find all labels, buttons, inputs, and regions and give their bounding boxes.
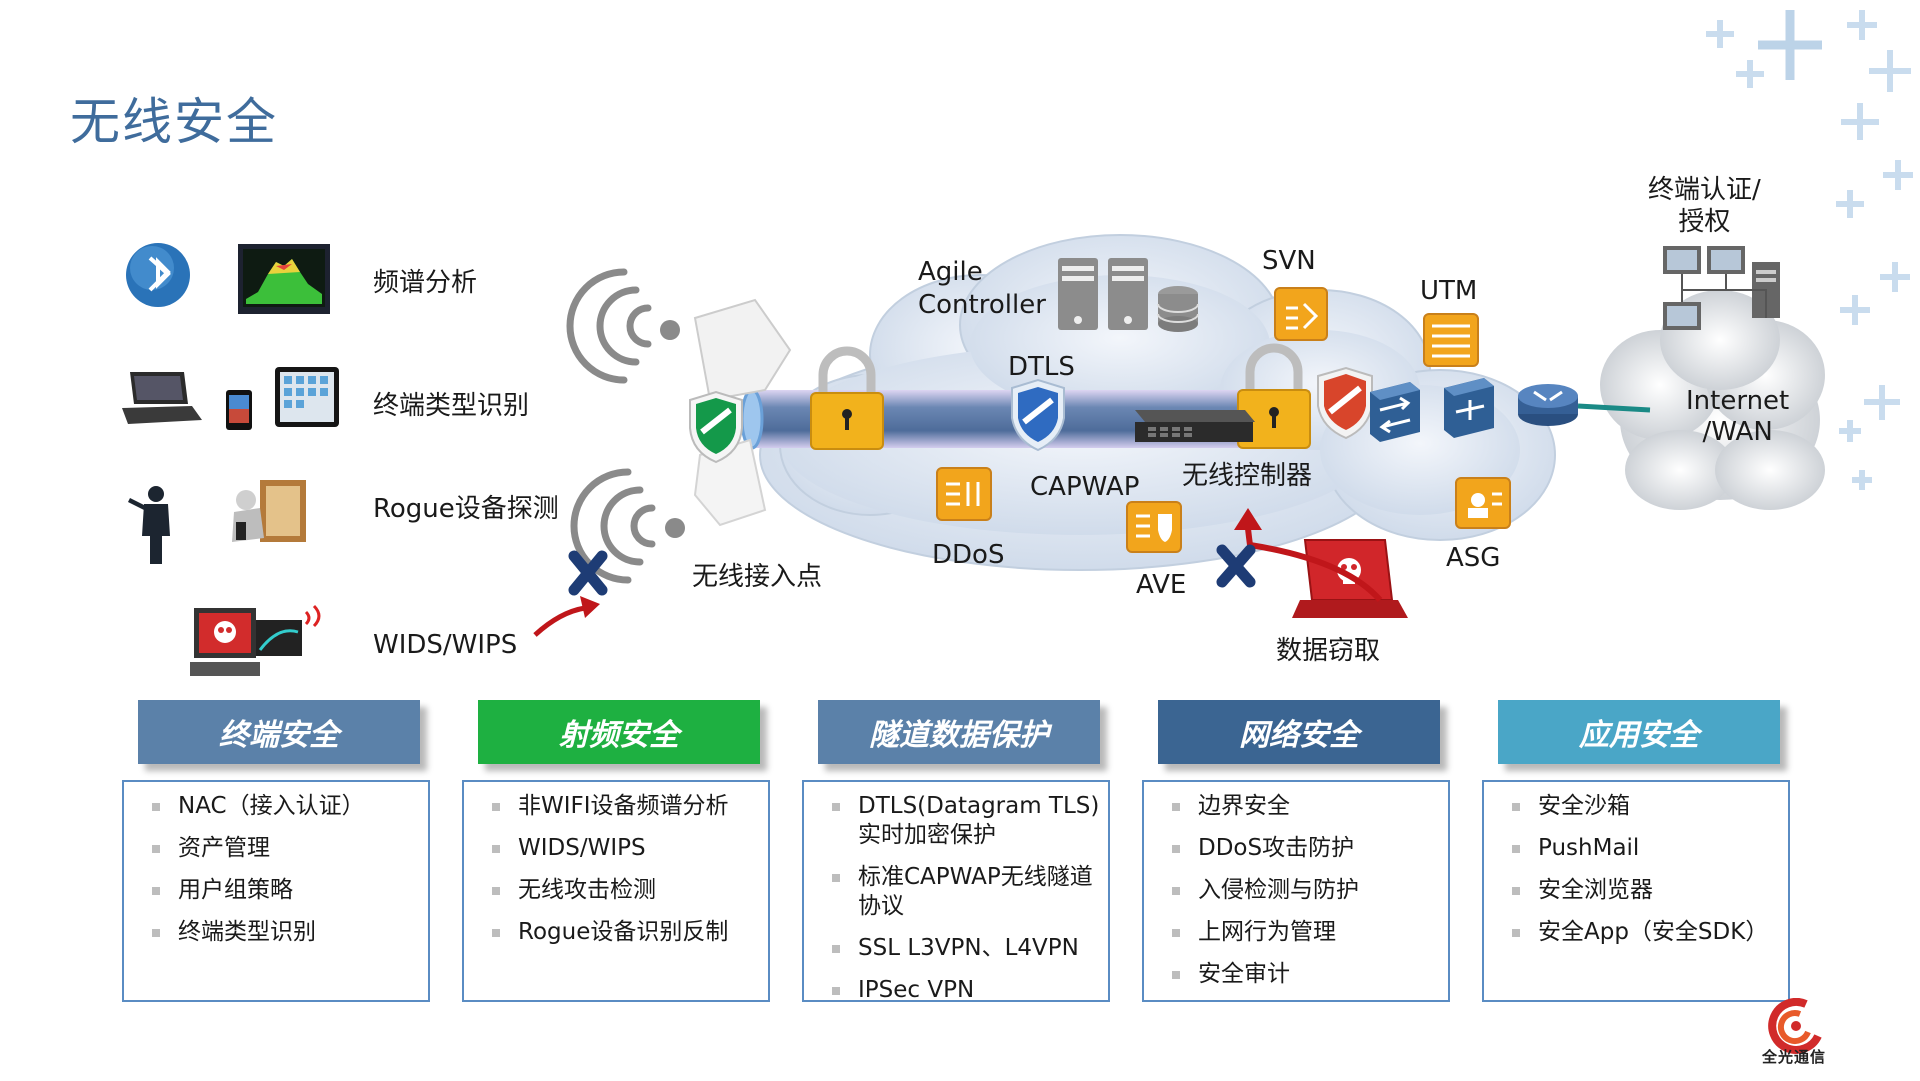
svn-label: SVN [1262,246,1316,276]
ave-label: AVE [1136,570,1187,600]
laptop-icon [122,372,202,424]
red-shield [1317,366,1373,440]
hacker-laptop [1292,539,1408,618]
list-item: NAC（接入认证） [148,792,420,821]
smartphone-icon [226,390,252,430]
feature-label-rogue: Rogue设备探测 [373,494,559,524]
ave-appliance [1126,501,1182,553]
capwap-label: CAPWAP [1030,472,1140,502]
category-box-rf: 非WIFI设备频谱分析 WIDS/WIPS 无线攻击检测 Rogue设备识别反制 [462,780,770,1002]
tablet-icon [275,367,339,427]
decorative-plus-pattern [1706,10,1913,490]
list-item: DDoS攻击防护 [1168,834,1440,863]
category-header-application: 应用安全 [1498,700,1780,764]
svn-appliance [1274,287,1328,341]
category-box-network: 边界安全 DDoS攻击防护 入侵检测与防护 上网行为管理 安全审计 [1142,780,1450,1002]
blue-switch-box-2 [1444,378,1494,438]
dtls-label: DTLS [1008,352,1075,382]
feature-label-terminal: 终端类型识别 [373,391,530,421]
wireless-controller-switch [1135,410,1255,442]
data-theft-label: 数据窃取 [1276,636,1381,666]
list-item: 非WIFI设备频谱分析 [488,792,760,821]
list-item: 入侵检测与防护 [1168,876,1440,905]
category-header-rf: 射频安全 [478,700,760,764]
category-box-application: 安全沙箱 PushMail 安全浏览器 安全App（安全SDK） [1482,780,1790,1002]
page-title: 无线安全 [70,93,278,151]
utm-appliance [1423,313,1479,367]
category-header-network: 网络安全 [1158,700,1440,764]
list-item: 边界安全 [1168,792,1440,821]
category-box-tunnel: DTLS(Datagram TLS) 实时加密保护 标准CAPWAP无线隧道 协… [802,780,1110,1005]
list-item: 安全App（安全SDK） [1508,918,1780,947]
internet-wan-label: Internet /WAN [1686,386,1790,447]
green-shield [689,390,743,464]
category-box-terminal: NAC（接入认证） 资产管理 用户组策略 终端类型识别 [122,780,430,1002]
agile-controller-label: Agile Controller [918,257,1046,320]
alert-monitor-icon [190,604,321,676]
spectrum-analyzer-icon [238,244,330,314]
router-icon [1518,384,1578,426]
list-item: 用户组策略 [148,876,420,905]
wireless-controller-label: 无线控制器 [1182,461,1313,491]
bluetooth-icon [126,243,190,307]
blue-switch-box-1 [1370,382,1420,442]
category-header-tunnel: 隧道数据保护 [818,700,1100,764]
feature-label-wids: WIDS/WIPS [373,630,518,660]
list-item: 上网行为管理 [1168,918,1440,947]
network-diagram [533,234,1825,637]
list-item: 资产管理 [148,834,420,863]
padlock-left [810,346,884,450]
blue-shield [1011,378,1065,452]
blocked-x-left [568,550,608,596]
auth-terminals [1663,246,1780,330]
ddos-label: DDoS [932,540,1005,570]
utm-label: UTM [1420,276,1478,306]
rogue-person-icon [128,486,170,564]
list-item: 终端类型识别 [148,918,420,947]
list-item: PushMail [1508,834,1780,863]
blocked-x-right [1216,544,1256,588]
list-item: SSL L3VPN、L4VPN [828,934,1100,963]
access-point-label: 无线接入点 [692,562,823,592]
category-header-terminal: 终端安全 [138,700,420,764]
list-item: 安全浏览器 [1508,876,1780,905]
list-item: Rogue设备识别反制 [488,918,760,947]
ddos-appliance [936,467,992,521]
agile-controller-servers [1058,258,1199,332]
list-item: 无线攻击检测 [488,876,760,905]
list-item: 安全审计 [1168,960,1440,989]
asg-label: ASG [1446,543,1501,573]
terminal-auth-label: 终端认证/ 授权 [1648,175,1761,237]
brand-logo [1768,998,1822,1054]
list-item: WIDS/WIPS [488,834,760,863]
list-item: DTLS(Datagram TLS) 实时加密保护 [828,792,1100,850]
list-item: IPSec VPN [828,976,1100,1005]
asg-appliance [1455,477,1511,529]
list-item: 安全沙箱 [1508,792,1780,821]
list-item: 标准CAPWAP无线隧道 协议 [828,863,1100,921]
intruder-door-icon [232,480,306,542]
internet-cloud [1600,290,1825,510]
brand-name: 全光通信 [1762,1048,1827,1066]
feature-label-spectrum: 频谱分析 [373,268,478,298]
